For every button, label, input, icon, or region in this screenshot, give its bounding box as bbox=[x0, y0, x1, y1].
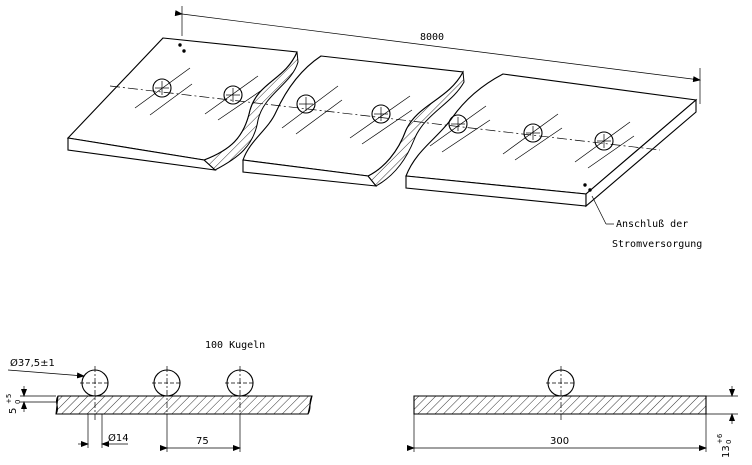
plate-thickness-tol-lower: 0 bbox=[725, 440, 733, 444]
total-length-label: 8000 bbox=[420, 32, 444, 43]
ball-recess-tol-lower: 0 bbox=[14, 400, 22, 404]
plate-segment-right bbox=[405, 73, 698, 208]
connection-label-line1: Anschluß der bbox=[616, 219, 688, 230]
plate-thickness-tol-upper: +6 bbox=[716, 433, 724, 444]
plate-width-label: 300 bbox=[550, 436, 569, 447]
center-line bbox=[109, 85, 661, 151]
section-balls bbox=[80, 366, 255, 420]
ball-pitch-label: 75 bbox=[196, 436, 209, 447]
plate-thickness-label: 13 bbox=[721, 445, 732, 458]
dimension-total-length: 8000 bbox=[174, 6, 701, 104]
plate-segment-left bbox=[66, 37, 299, 171]
section-view-left: 100 Kugeln Ø37,5±1 5 +5 0 bbox=[5, 340, 313, 452]
connection-label-line2: Stromversorgung bbox=[612, 239, 702, 250]
isometric-balls bbox=[134, 67, 635, 169]
plate-segment-middle bbox=[242, 55, 465, 187]
ball-count-label: 100 Kugeln bbox=[205, 340, 265, 351]
section-view-right: 300 13 +6 0 bbox=[407, 366, 738, 458]
ball-recess-label: 5 bbox=[8, 408, 19, 414]
ball-diameter-label: Ø37,5±1 bbox=[10, 357, 55, 369]
isometric-view: 8000 bbox=[66, 6, 702, 250]
ball-recess-tol-upper: +5 bbox=[5, 394, 13, 404]
power-connection-callout: Anschluß der Stromversorgung bbox=[591, 195, 702, 250]
hole-diameter-label: Ø14 bbox=[108, 432, 129, 444]
